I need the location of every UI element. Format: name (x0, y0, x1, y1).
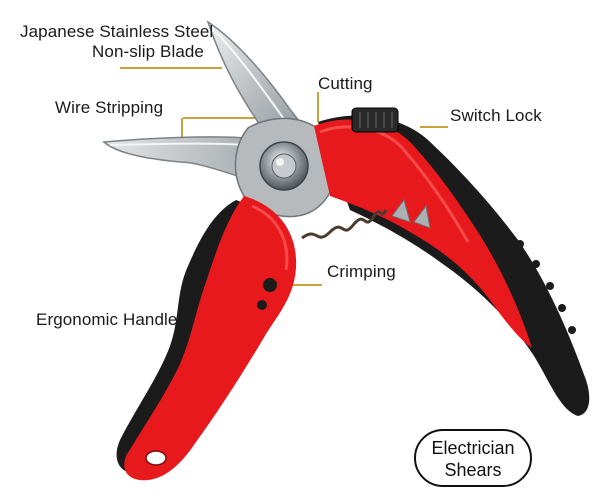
product-name-badge: Electrician Shears (414, 429, 532, 487)
right-handle-red (314, 119, 532, 348)
left-handle-red (124, 196, 297, 481)
callout-blade-line2: Non-slip Blade (92, 41, 204, 61)
callout-ergonomic-handle: Ergonomic Handle (36, 310, 178, 329)
callout-crimping: Crimping (327, 262, 396, 281)
spring (301, 209, 388, 240)
switch-lock-knob (351, 107, 399, 133)
badge-line1: Electrician (431, 438, 515, 458)
callout-cutting: Cutting (318, 74, 373, 93)
callout-wire-stripping: Wire Stripping (55, 98, 164, 117)
hanging-hole (145, 450, 167, 466)
badge-line2: Shears (444, 460, 502, 480)
callout-blade-material: Japanese Stainless Steel Non-slip Blade (20, 22, 214, 61)
callout-blade-line1: Japanese Stainless Steel (20, 22, 214, 41)
callout-switch-lock: Switch Lock (450, 106, 542, 125)
